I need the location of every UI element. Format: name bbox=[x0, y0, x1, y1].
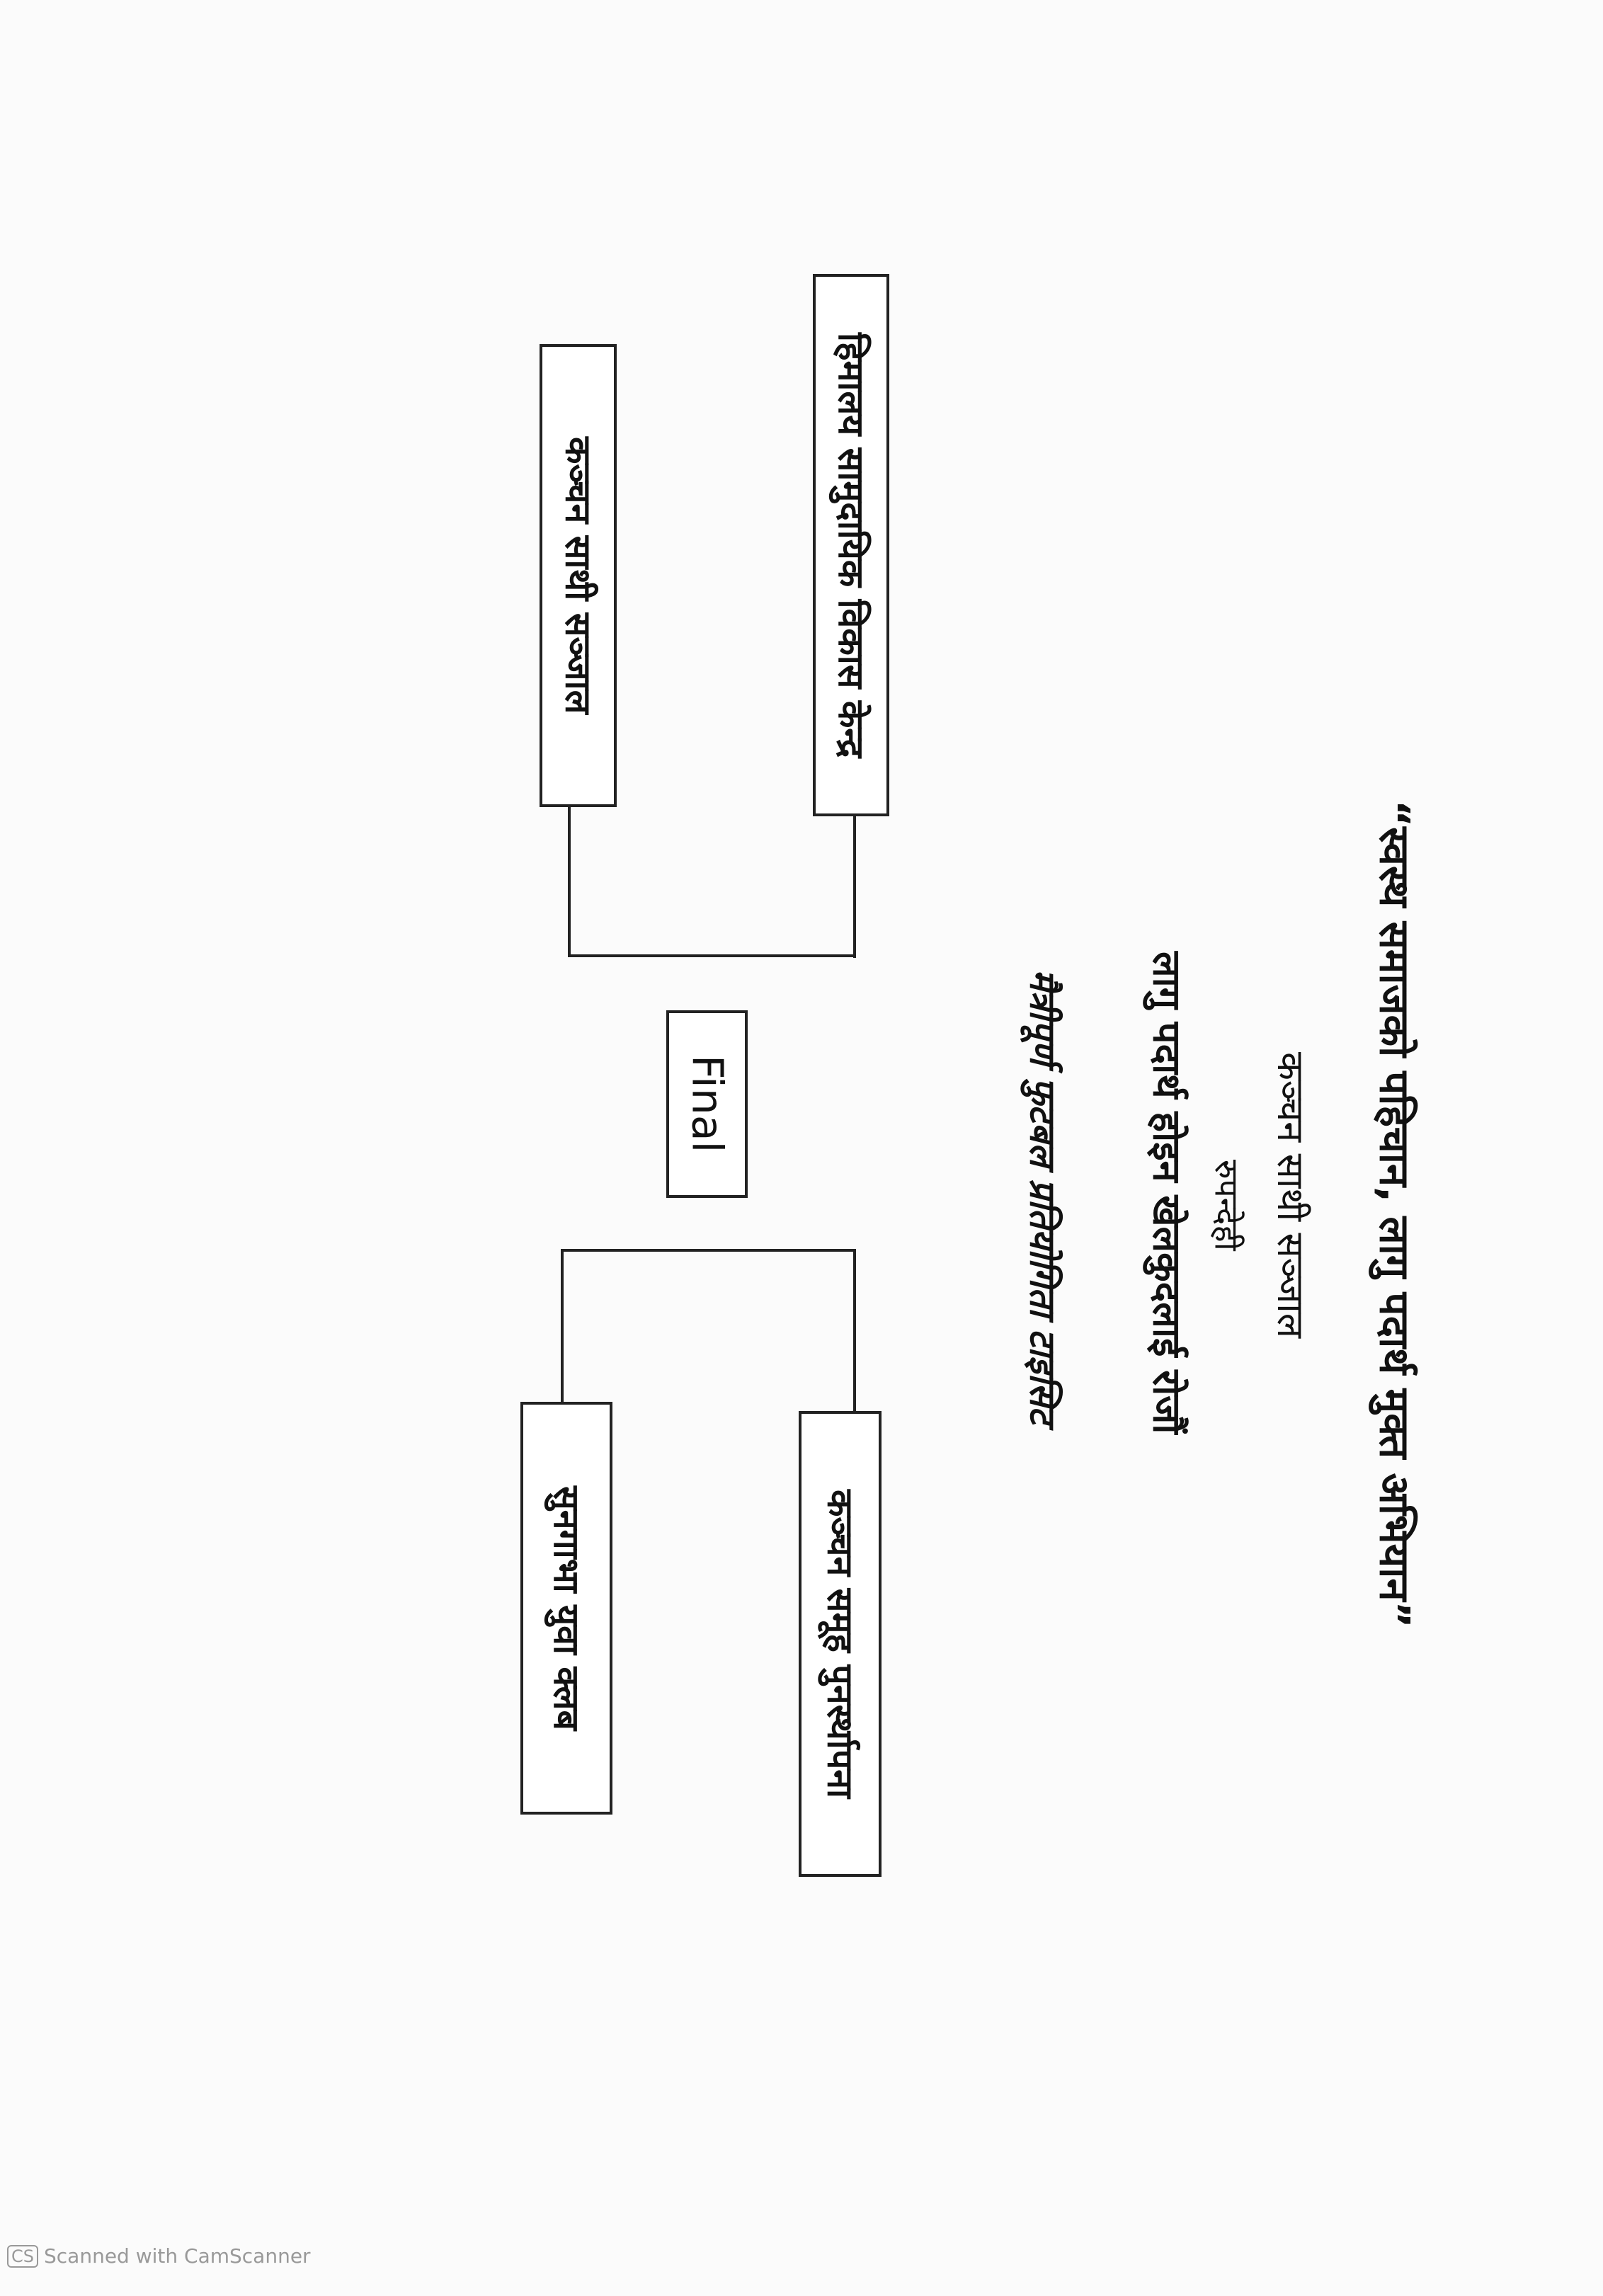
team-box-himalaya: हिमालय सामुदायिक विकास केन्द्र bbox=[813, 274, 889, 816]
watermark-text: Scanned with CamScanner bbox=[44, 2244, 311, 2268]
bracket-line bbox=[568, 807, 571, 956]
district: रुपन्देही bbox=[1207, 1160, 1246, 1251]
bracket-line bbox=[853, 1249, 856, 1412]
slogan: “स्वस्थ समाजको पहिचान, लागु पदार्थ मुक्त… bbox=[1370, 800, 1419, 1628]
scanner-watermark: CS Scanned with CamScanner bbox=[7, 2244, 311, 2268]
event-title: मैत्रीपूर्ण फुटबल प्रतियोगिता टाइसिट bbox=[1022, 969, 1063, 1424]
team-box-sungabha: सुनगाभा युवा क्लब bbox=[520, 1402, 612, 1815]
team-box-kanchan-sathi: कञ्चन साथी सञ्जाल bbox=[540, 344, 617, 807]
team-box-kanchan-samuha: कञ्चन समूह पुनर्स्थापना bbox=[799, 1411, 882, 1877]
bracket-line bbox=[561, 1249, 856, 1252]
bracket-line bbox=[568, 954, 856, 957]
bracket-line bbox=[853, 816, 856, 958]
camscanner-logo-icon: CS bbox=[7, 2244, 38, 2268]
bracket-line bbox=[561, 1249, 564, 1403]
tagline: लागु पदार्थ होइन खेलकुदलाई रोजौं bbox=[1144, 952, 1190, 1434]
organizer: कञ्चन साथी सञ्जाल bbox=[1269, 1051, 1311, 1338]
final-box: Final bbox=[666, 1010, 748, 1198]
